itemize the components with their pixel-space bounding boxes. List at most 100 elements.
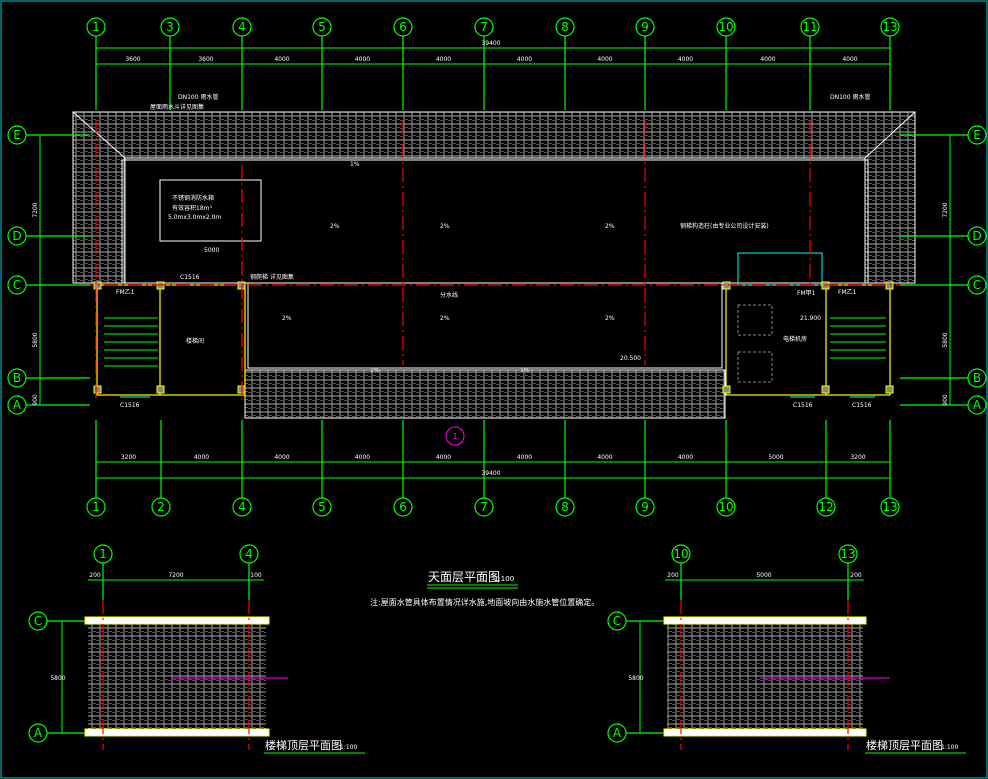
axis-bottom-7-label: 7 [480, 500, 488, 514]
label-slope: 1% [370, 367, 380, 374]
dim-bottom: 5000 [768, 454, 783, 461]
dim-bottom: 4000 [678, 454, 693, 461]
axis-bottom-9-label: 9 [641, 500, 649, 514]
sub-left-axis-A-bubble [28, 723, 48, 743]
dim-bottom: 4000 [517, 454, 532, 461]
dim-top: 4000 [597, 56, 612, 63]
sub-drawing-right [639, 579, 890, 750]
label-slope: 1% [520, 367, 530, 374]
section-marker [445, 426, 465, 446]
axis-bottom-10-bubble [716, 497, 736, 517]
label-tank-size: 5.0mx3.0mx2.0m [168, 214, 221, 221]
label-c1516: C1516 [120, 402, 140, 409]
sub-right-axis-10-label: 10 [673, 547, 688, 561]
note: 注:屋面水管具体布置情况详水施,地面坡向由水施水管位置确定。 [370, 597, 599, 607]
axis-bottom-5-bubble [312, 497, 332, 517]
dim-top: 4000 [842, 56, 857, 63]
axis-left-A-bubble [7, 395, 27, 415]
dim-top-total: 39400 [481, 40, 500, 47]
axis-top-13-label: 13 [882, 20, 897, 34]
dim-right: 900 [942, 394, 949, 406]
sub-right-axis-C-label: C [613, 614, 621, 628]
dim-top: 4000 [274, 56, 289, 63]
dim-top: 4000 [355, 56, 370, 63]
sub-left-axis-1-label: 1 [99, 547, 107, 561]
roof-boundary [121, 159, 869, 284]
dim-bottom: 4000 [597, 454, 612, 461]
axis-left-B-bubble [7, 368, 27, 388]
label-tank: 不锈钢消防水箱 [172, 194, 214, 202]
axis-top-11-bubble [800, 17, 820, 37]
section-number: 1 [452, 432, 457, 441]
sub-right-dim: 200 [850, 572, 862, 579]
label-c1516: C1516 [793, 402, 813, 409]
axis-top-6-bubble [393, 17, 413, 37]
label-slope: 2% [282, 315, 292, 322]
axis-top-4-label: 4 [238, 20, 246, 34]
axis-right-B-label: B [973, 371, 981, 385]
sub-left-axis-C-bubble [28, 611, 48, 631]
axis-bottom-1-label: 1 [92, 500, 100, 514]
label-drain-right: DN100 雨水管 [830, 93, 870, 101]
sub-left-dim: 7200 [168, 572, 183, 579]
stair-right [725, 252, 891, 398]
label-stair-room: 楼梯间 [186, 337, 204, 345]
axis-bottom-7-bubble [474, 497, 494, 517]
label-ridge: 分水线 [440, 291, 458, 299]
sub-right-axis-10-bubble [671, 544, 691, 564]
dim-bottom: 4000 [436, 454, 451, 461]
label-elevator-room: 电梯机房 [783, 335, 807, 343]
main-scale: 1:100 [494, 575, 514, 583]
label-ladder: 钢爬梯 详见图集 [250, 273, 294, 281]
axis-top-9-label: 9 [641, 20, 649, 34]
dim-left: 7200 [32, 202, 39, 217]
sub-left-dim: 200 [89, 572, 101, 579]
axis-top-10-label: 10 [718, 20, 733, 34]
lower-roof-hatch [244, 369, 726, 419]
label-slope: 2% [605, 315, 615, 322]
axis-bottom-5-label: 5 [318, 500, 326, 514]
label-slope: 2% [605, 223, 615, 230]
sub-left-axis-A-label: A [34, 726, 43, 740]
axis-bottom-4-label: 4 [238, 500, 246, 514]
sub-right-title: 楼梯顶层平面图 [866, 738, 943, 752]
dim-left: 5800 [32, 332, 39, 347]
axis-left-C-label: C [13, 278, 21, 292]
label-c1516: C1516 [180, 274, 200, 281]
axis-bottom-13-label: 13 [882, 500, 897, 514]
axis-top-4-bubble [232, 17, 252, 37]
axis-right-E-bubble [967, 125, 987, 145]
axis-top-3-label: 3 [166, 20, 174, 34]
water-tank [159, 179, 262, 242]
dim-top: 4000 [678, 56, 693, 63]
axis-bottom-12-bubble [816, 497, 836, 517]
axis-right-C-bubble [967, 275, 987, 295]
dim-top: 4000 [517, 56, 532, 63]
axis-bottom-1-bubble [86, 497, 106, 517]
axis-bottom-4-bubble [232, 497, 252, 517]
axis-top-10-bubble [716, 17, 736, 37]
axis-right-B-bubble [967, 368, 987, 388]
stair-left [96, 284, 246, 398]
axis-bottom-8-label: 8 [561, 500, 569, 514]
axis-bottom-12-label: 12 [818, 500, 833, 514]
sub-right-axis-13-bubble [838, 544, 858, 564]
label-roof-level: 20.500 [620, 355, 641, 362]
axis-right-D-bubble [967, 226, 987, 246]
dim-bottom-total: 39400 [481, 470, 500, 477]
main-title: 天面层平面图 [428, 570, 500, 584]
axis-left-A-label: A [13, 398, 22, 412]
axis-bottom-10-label: 10 [718, 500, 733, 514]
label-elev-level: 21.900 [800, 315, 821, 322]
sub-right-scale: 1:100 [941, 744, 958, 751]
sub-left-title: 楼梯顶层平面图 [265, 738, 342, 752]
label-tank-dim: 5000 [204, 247, 219, 254]
sub-left-vdim: 5800 [50, 675, 65, 682]
sub-right-axis-A-label: A [613, 726, 622, 740]
labels: DN100 雨水管 屋面雨水斗详见图集 DN100 雨水管 不锈钢消防水箱 有效… [116, 93, 872, 409]
sub-right-axis-A-bubble [607, 723, 627, 743]
sub-left-dim: 100 [250, 572, 262, 579]
axis-left-E-bubble [7, 125, 27, 145]
